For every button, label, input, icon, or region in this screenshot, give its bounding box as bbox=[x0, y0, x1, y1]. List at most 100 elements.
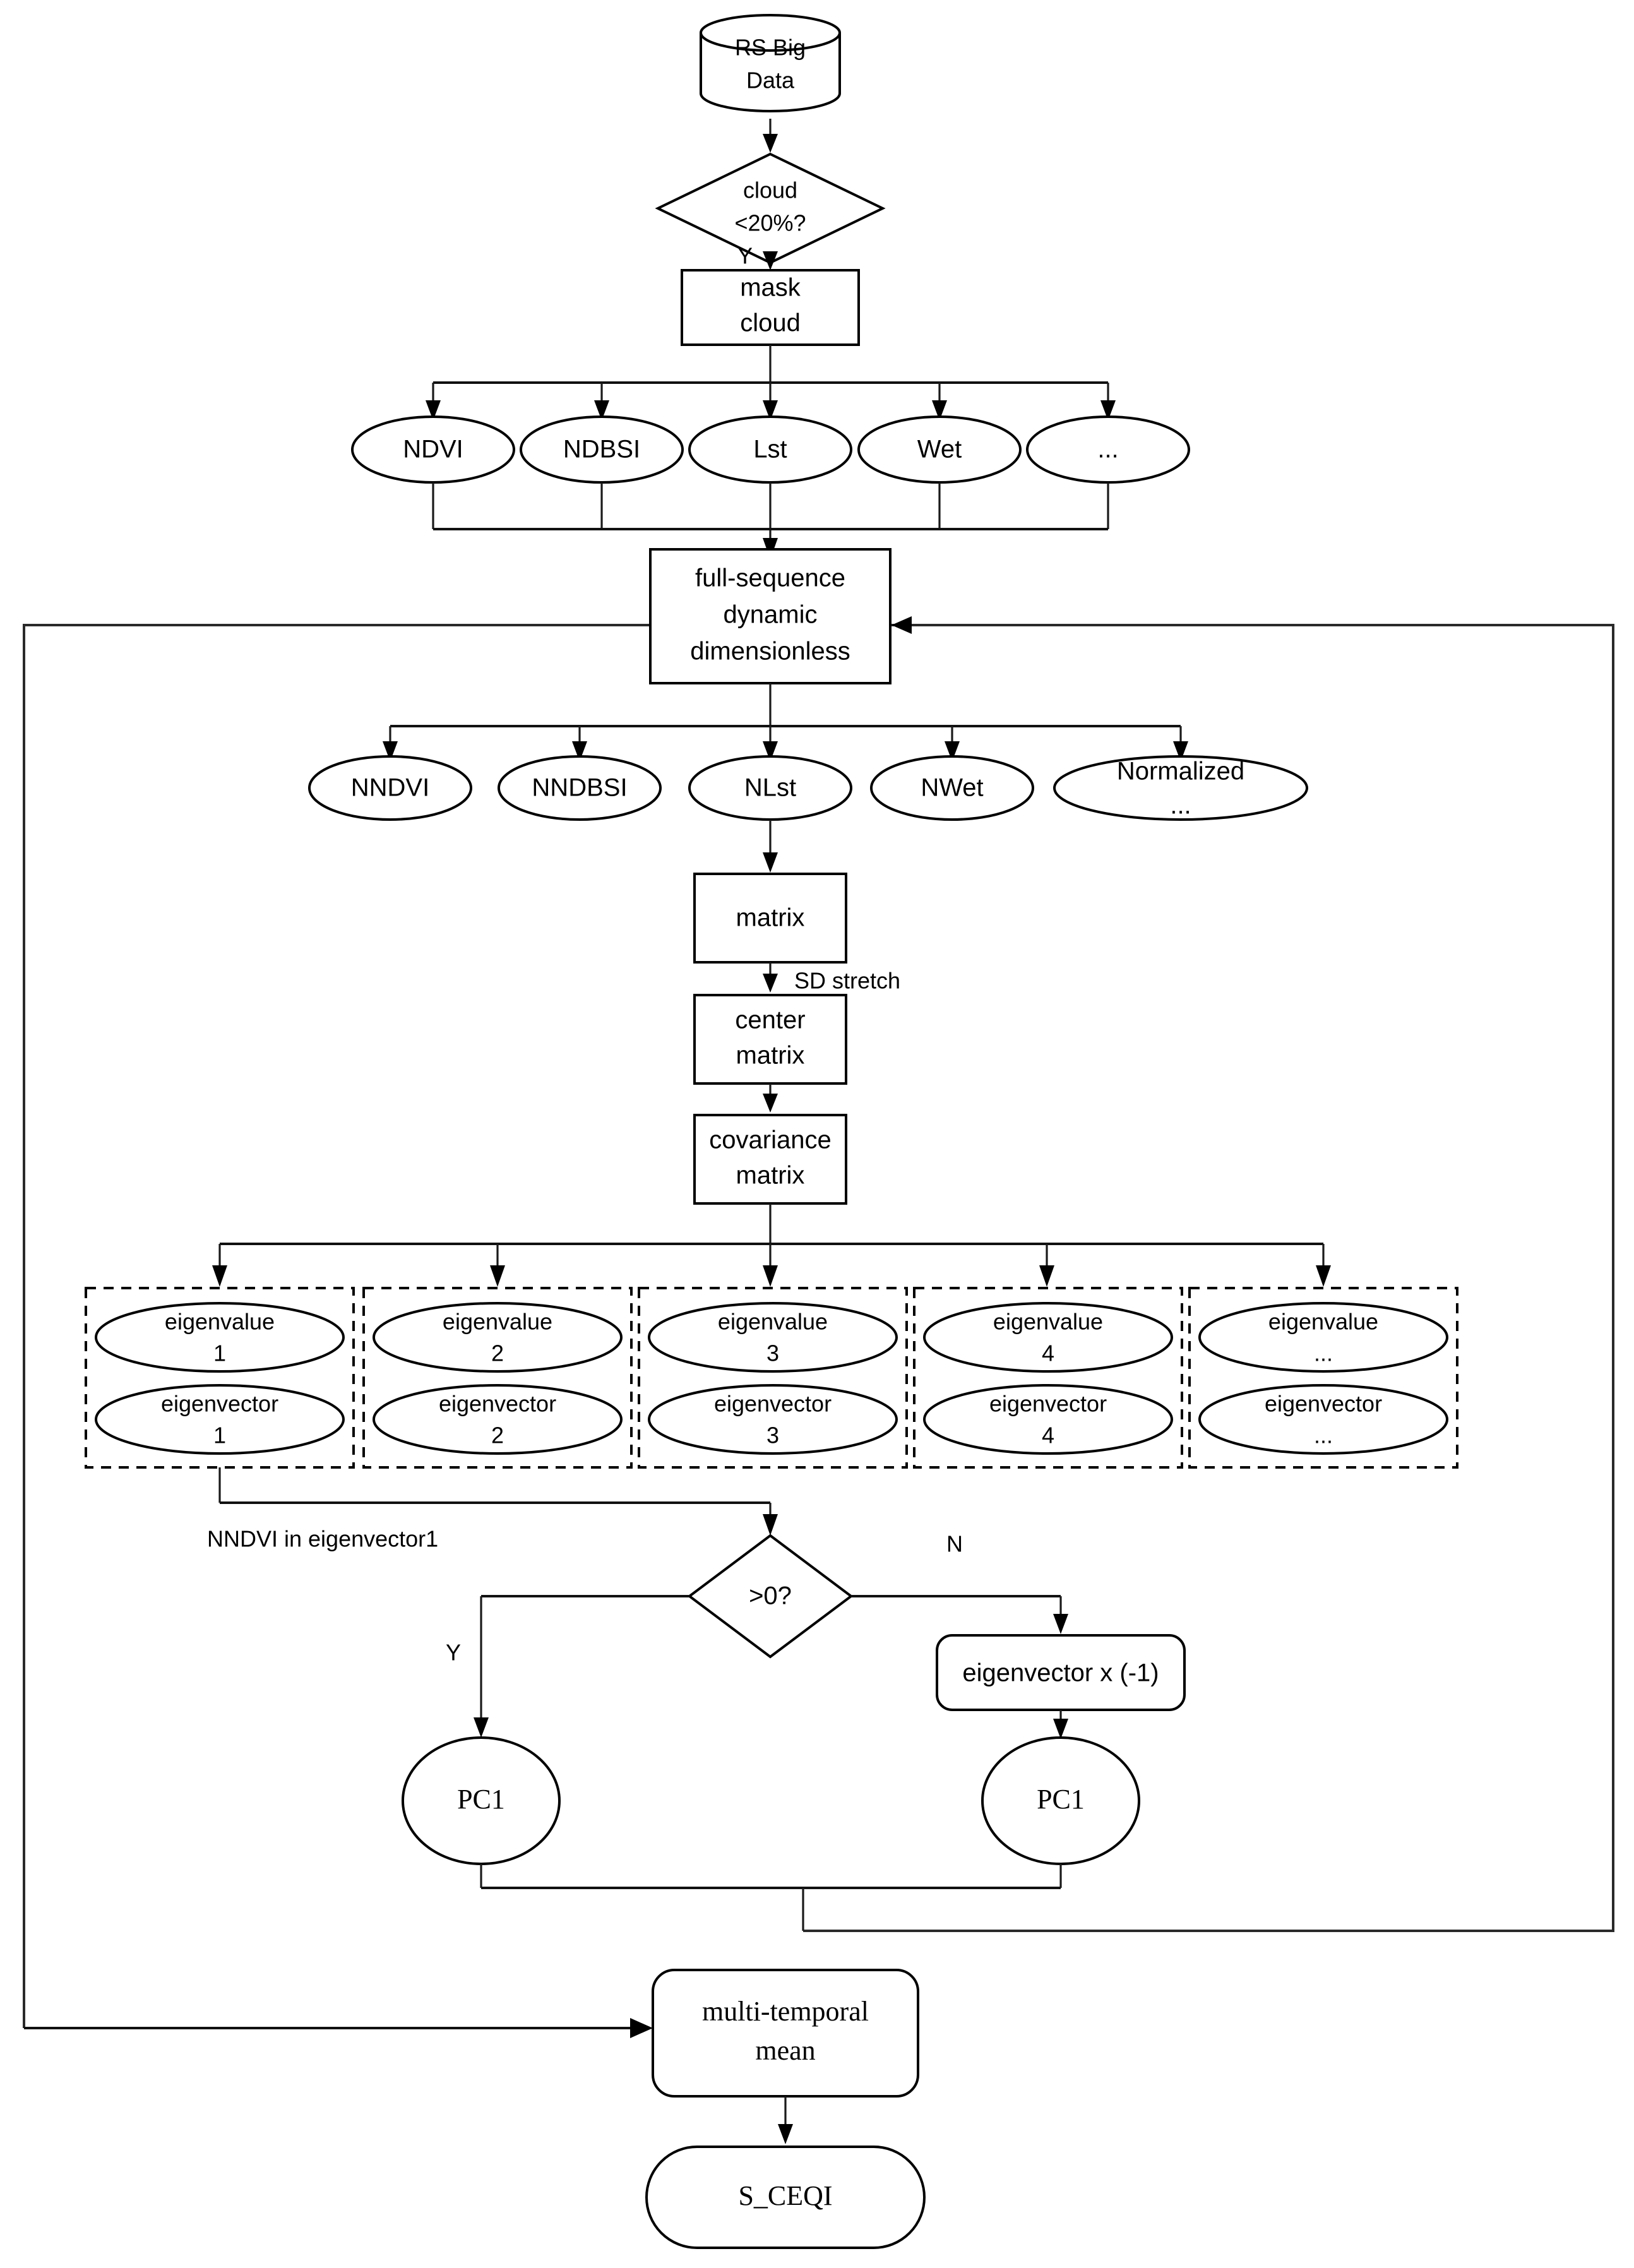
edge-label-gt-zero-yes: Y bbox=[446, 1640, 461, 1666]
eigenvalue-1-label-1: eigenvalue bbox=[165, 1309, 275, 1335]
eigenvalue-4-label-2: 4 bbox=[1042, 1340, 1054, 1366]
rs-big-data-label-1: RS Big bbox=[735, 35, 806, 61]
edge-gt-zero-no: N bbox=[851, 1531, 1068, 1634]
index-label-ndvi: NDVI bbox=[403, 436, 463, 463]
normalized-label-more-2: ... bbox=[1170, 792, 1191, 820]
normalized-label-more-1: Normalized bbox=[1117, 758, 1244, 785]
center-matrix-label-1: center bbox=[735, 1006, 805, 1034]
normalized-row-item: Normalized ... bbox=[1053, 755, 1308, 821]
index-row-item: NDVI bbox=[351, 415, 515, 484]
normalized-row-item: NNDVI bbox=[308, 755, 472, 821]
rs-big-data-label-2: Data bbox=[746, 68, 795, 93]
edge-index-row-fanin bbox=[432, 482, 1109, 559]
eigen-group: eigenvalue ... eigenvector ... bbox=[1188, 1287, 1458, 1469]
node-full-sequence: full-sequence dynamic dimensionless bbox=[649, 548, 892, 684]
normalized-label-nlst: NLst bbox=[744, 774, 796, 802]
normalized-label-nndbsi: NNDBSI bbox=[532, 774, 627, 802]
edge-full-sequence-fanout bbox=[383, 683, 1188, 761]
cloud-check-label-2: <20%? bbox=[734, 210, 806, 236]
gt-zero-label: >0? bbox=[749, 1582, 792, 1610]
node-matrix: matrix bbox=[693, 873, 847, 964]
eigenvector-2-label-1: eigenvector bbox=[439, 1391, 556, 1417]
pc1-no-label: PC1 bbox=[1037, 1784, 1085, 1815]
edge-data-to-cloud bbox=[763, 119, 778, 153]
node-pc1-yes: PC1 bbox=[402, 1736, 561, 1865]
edge-negate-to-pc1 bbox=[1053, 1710, 1068, 1739]
edge-matrix-to-center: SD stretch bbox=[763, 962, 900, 994]
normalized-row-item: NNDBSI bbox=[498, 755, 662, 821]
index-row: NDVI NDBSI Lst Wet ... bbox=[351, 415, 1190, 484]
multi-temporal-mean-label-2: mean bbox=[755, 2035, 815, 2066]
eigenvector-3-label-2: 3 bbox=[766, 1423, 779, 1448]
edge-gt-zero-yes: Y bbox=[446, 1595, 689, 1738]
eigenvalue-2-label-2: 2 bbox=[491, 1340, 504, 1366]
node-s-ceqi: S_CEQI bbox=[645, 2146, 926, 2249]
edge-label-sd-stretch: SD stretch bbox=[794, 968, 900, 994]
eigenvector-4-label-2: 4 bbox=[1042, 1423, 1054, 1448]
eigenvalue-1-label-2: 1 bbox=[213, 1340, 226, 1366]
cloud-check-label-1: cloud bbox=[743, 177, 797, 203]
index-label-ndbsi: NDBSI bbox=[563, 436, 640, 463]
normalized-row: NNDVI NNDBSI NLst NWet Normalized ... bbox=[308, 755, 1308, 821]
multi-temporal-mean-label-1: multi-temporal bbox=[702, 1996, 869, 2027]
center-matrix-label-2: matrix bbox=[736, 1042, 805, 1070]
covariance-matrix-label-1: covariance bbox=[709, 1126, 831, 1154]
eigenvalue-4-label-1: eigenvalue bbox=[993, 1309, 1103, 1335]
edge-pc1-merge bbox=[480, 1864, 1062, 1931]
eigenvector-1-label-1: eigenvector bbox=[161, 1391, 278, 1417]
edge-normalized-to-matrix bbox=[763, 820, 778, 873]
normalized-row-item: NLst bbox=[688, 755, 852, 821]
edge-label-gt-zero-no: N bbox=[946, 1531, 963, 1557]
normalized-label-nndvi: NNDVI bbox=[351, 774, 429, 802]
eigenvector-4-label-1: eigenvector bbox=[989, 1391, 1107, 1417]
edge-eigenvector1-to-decision: NNDVI in eigenvector1 bbox=[207, 1467, 778, 1552]
s-ceqi-label: S_CEQI bbox=[738, 2180, 832, 2211]
eigenvalue-3-label-1: eigenvalue bbox=[718, 1309, 828, 1335]
feedback-loop-frame bbox=[23, 624, 1614, 2028]
eigenvalue-n-label-2: ... bbox=[1314, 1340, 1333, 1366]
full-sequence-label-1: full-sequence bbox=[695, 564, 845, 592]
node-covariance-matrix: covariance matrix bbox=[693, 1114, 847, 1205]
edge-label-cloud-yes: Y bbox=[737, 243, 753, 269]
node-gt-zero: >0? bbox=[687, 1534, 854, 1659]
node-eigenvector-negate: eigenvector x (-1) bbox=[936, 1634, 1186, 1711]
mask-cloud-label-1: mask bbox=[740, 274, 801, 302]
edge-label-nndvi-in-eigenvector1: NNDVI in eigenvector1 bbox=[207, 1526, 438, 1552]
index-label-wet: Wet bbox=[917, 436, 962, 463]
edge-mask-cloud-fanout bbox=[426, 345, 1116, 421]
matrix-label: matrix bbox=[736, 904, 805, 932]
eigenvector-2-label-2: 2 bbox=[491, 1423, 504, 1448]
normalized-row-item: NWet bbox=[870, 755, 1034, 821]
eigenvector-negate-label: eigenvector x (-1) bbox=[962, 1659, 1159, 1687]
index-row-item: ... bbox=[1026, 415, 1190, 484]
eigen-group: eigenvalue 1 eigenvector 1 bbox=[85, 1287, 355, 1469]
full-sequence-label-3: dimensionless bbox=[690, 638, 850, 665]
node-multi-temporal-mean: multi-temporal mean bbox=[652, 1969, 919, 2098]
pc1-yes-label: PC1 bbox=[457, 1784, 505, 1815]
index-row-item: Lst bbox=[688, 415, 852, 484]
eigenvalue-2-label-1: eigenvalue bbox=[443, 1309, 552, 1335]
edge-feedback-into-full-sequence bbox=[892, 616, 912, 634]
eigen-group: eigenvalue 4 eigenvector 4 bbox=[913, 1287, 1183, 1469]
index-label-more: ... bbox=[1097, 436, 1118, 463]
covariance-matrix-label-2: matrix bbox=[736, 1162, 805, 1190]
eigenvector-3-label-1: eigenvector bbox=[714, 1391, 832, 1417]
eigenvalue-3-label-2: 3 bbox=[766, 1340, 779, 1366]
index-label-lst: Lst bbox=[753, 436, 787, 463]
node-mask-cloud: mask cloud bbox=[681, 269, 860, 346]
mask-cloud-label-2: cloud bbox=[740, 309, 801, 337]
eigen-group: eigenvalue 2 eigenvector 2 bbox=[362, 1287, 633, 1469]
edge-cloud-yes: Y bbox=[737, 243, 778, 270]
node-cloud-check: cloud <20%? bbox=[655, 152, 886, 265]
index-row-item: NDBSI bbox=[520, 415, 684, 484]
eigenvalue-n-label-1: eigenvalue bbox=[1268, 1309, 1378, 1335]
edge-mean-to-sceqi bbox=[778, 2096, 793, 2144]
eigenvector-n-label-2: ... bbox=[1314, 1423, 1333, 1448]
edge-covariance-fanout bbox=[212, 1203, 1331, 1287]
node-center-matrix: center matrix bbox=[693, 994, 847, 1085]
eigenvector-1-label-2: 1 bbox=[213, 1423, 226, 1448]
node-pc1-no: PC1 bbox=[981, 1736, 1140, 1865]
full-sequence-label-2: dynamic bbox=[724, 601, 818, 629]
